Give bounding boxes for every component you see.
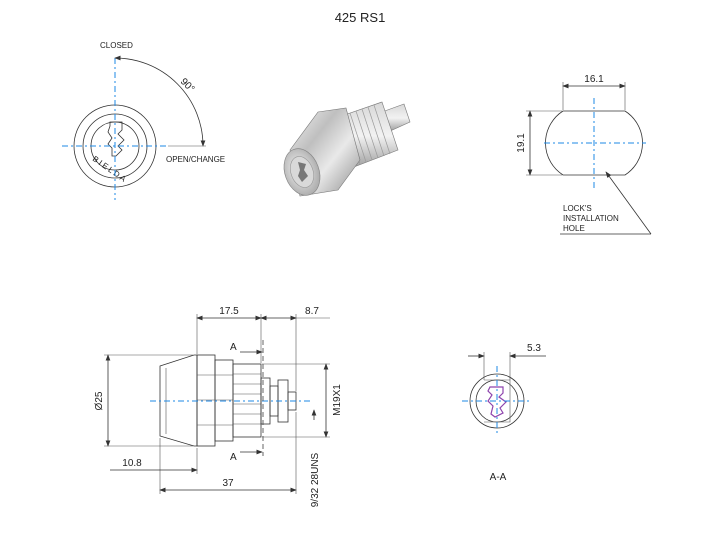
hole-callout-leader [605, 171, 652, 235]
side-thread-lines [233, 373, 261, 425]
callout-line-2: INSTALLATION [563, 214, 619, 223]
dim-10-8-label: 10.8 [122, 458, 142, 469]
open-change-label: OPEN/CHANGE [166, 155, 225, 164]
section-label-bottom: A [230, 452, 237, 463]
rotation-arc [114, 55, 206, 147]
dim-5-3-label: 5.3 [527, 343, 541, 354]
section-keyway-icon [487, 386, 507, 418]
callout-line-1: LOCK'S [563, 204, 592, 213]
hole-height-label: 19.1 [516, 133, 527, 153]
hole-width-label: 16.1 [584, 74, 604, 85]
dim-17-5-label: 17.5 [219, 306, 239, 317]
angle-label: 90° [178, 76, 196, 94]
front-keyway-icon [107, 121, 125, 157]
front-view: BIELDA CLOSED 90° OPEN/CHANGE [62, 41, 225, 200]
section-label-top: A [230, 342, 237, 353]
drawing-title: 425 RS1 [335, 10, 386, 25]
hole-outline [545, 110, 643, 176]
dim-8-7-label: 8.7 [305, 306, 319, 317]
dim-dia-label: Ø25 [94, 391, 105, 410]
lock-render [283, 101, 411, 197]
dim-37-label: 37 [222, 478, 234, 489]
render-keyway-icon [298, 162, 308, 182]
front-brand-text: BIELDA [91, 154, 129, 185]
side-view: A A 17.5 8.7 Ø25 10.8 37 M19X1 9/ [94, 306, 343, 507]
callout-line-3: HOLE [563, 224, 585, 233]
thread-label: M19X1 [332, 384, 343, 416]
hole-view: 16.1 19.1 LOCK'S INSTALLATION HOLE [516, 74, 652, 235]
section-view: 5.3 A-A [462, 343, 546, 483]
thread-label-2: 9/32 28UNS [310, 452, 321, 507]
section-title-label: A-A [490, 472, 507, 483]
closed-label: CLOSED [100, 41, 133, 50]
